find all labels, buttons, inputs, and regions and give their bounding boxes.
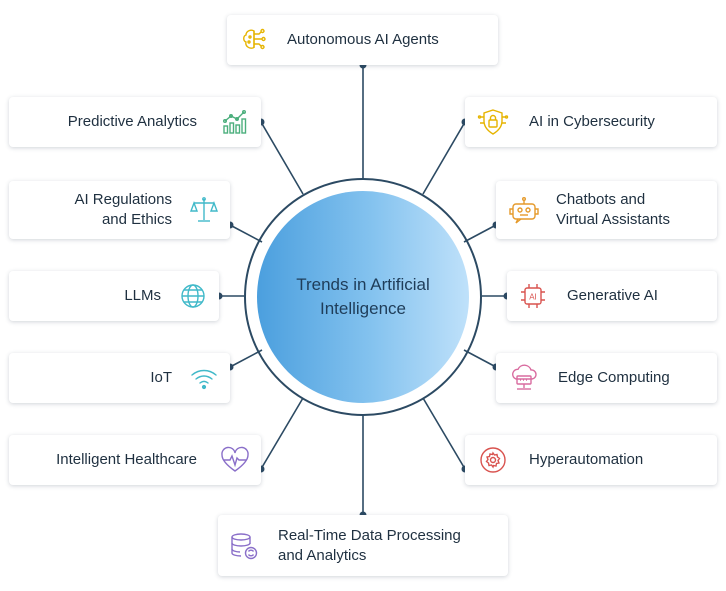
trend-card-realtime-data: Real-Time Data Processing and Analytics — [218, 515, 508, 576]
connector-predictive-analytics — [260, 121, 304, 195]
trend-card-cybersecurity: AI in Cybersecurity — [465, 97, 717, 147]
trend-label: Hyperautomation — [529, 451, 644, 468]
connector-cybersecurity — [422, 121, 466, 195]
central-hub: Trends in Artificial Intelligence — [244, 178, 482, 416]
diagram-title: Trends in Artificial Intelligence — [296, 275, 430, 318]
trend-card-iot: IoT — [9, 353, 230, 403]
trend-card-autonomous-agents: Autonomous AI Agents — [227, 15, 498, 65]
trend-label: Generative AI — [567, 287, 658, 304]
trend-label: IoT — [150, 369, 172, 386]
trend-label: Intelligent Healthcare — [56, 451, 197, 468]
connector-iot — [229, 349, 263, 368]
connector-intelligent-healthcare — [260, 397, 304, 470]
trend-label: Edge Computing — [558, 369, 670, 386]
hub-circle: Trends in Artificial Intelligence — [257, 191, 469, 403]
wifi-icon — [191, 369, 217, 390]
trend-label: AI in Cybersecurity — [529, 113, 655, 130]
trend-label: Autonomous AI Agents — [287, 31, 439, 48]
trend-card-llms: LLMs — [9, 271, 219, 321]
growth-chart-icon — [222, 109, 247, 134]
trend-label: AI Regulations and Ethics — [74, 191, 172, 228]
trend-label: Predictive Analytics — [67, 113, 197, 130]
ai-chip-icon: AI — [521, 284, 545, 308]
balance-scale-icon — [189, 197, 219, 222]
connector-edge-computing — [463, 349, 497, 368]
robot-chat-icon — [509, 197, 539, 224]
trend-card-edge-computing: Edge Computing — [496, 353, 717, 403]
cloud-server-icon — [512, 364, 537, 390]
svg-text:AI: AI — [529, 293, 537, 302]
trend-card-ai-regulations: AI Regulations and Ethics — [9, 181, 230, 239]
gear-cycle-icon — [480, 447, 506, 473]
brain-circuit-icon — [243, 28, 266, 50]
connector-hyperautomation — [422, 397, 466, 470]
connector-ai-regulations — [229, 224, 263, 243]
trend-card-predictive-analytics: Predictive Analytics — [9, 97, 261, 147]
trend-card-hyperautomation: Hyperautomation — [465, 435, 717, 485]
trend-card-chatbots: Chatbots and Virtual Assistants — [496, 181, 717, 239]
globe-icon — [181, 284, 205, 308]
trend-label: LLMs — [124, 287, 161, 304]
shield-circuit-icon — [477, 109, 509, 135]
trend-card-generative-ai: AI Generative AI — [507, 271, 717, 321]
heartbeat-icon — [221, 446, 249, 472]
connector-chatbots — [463, 224, 497, 243]
trend-label: Chatbots and Virtual Assistants — [556, 191, 670, 228]
trend-label: Real-Time Data Processing and Analytics — [278, 526, 461, 564]
trend-card-intelligent-healthcare: Intelligent Healthcare — [9, 435, 261, 485]
database-sync-icon — [231, 532, 258, 559]
